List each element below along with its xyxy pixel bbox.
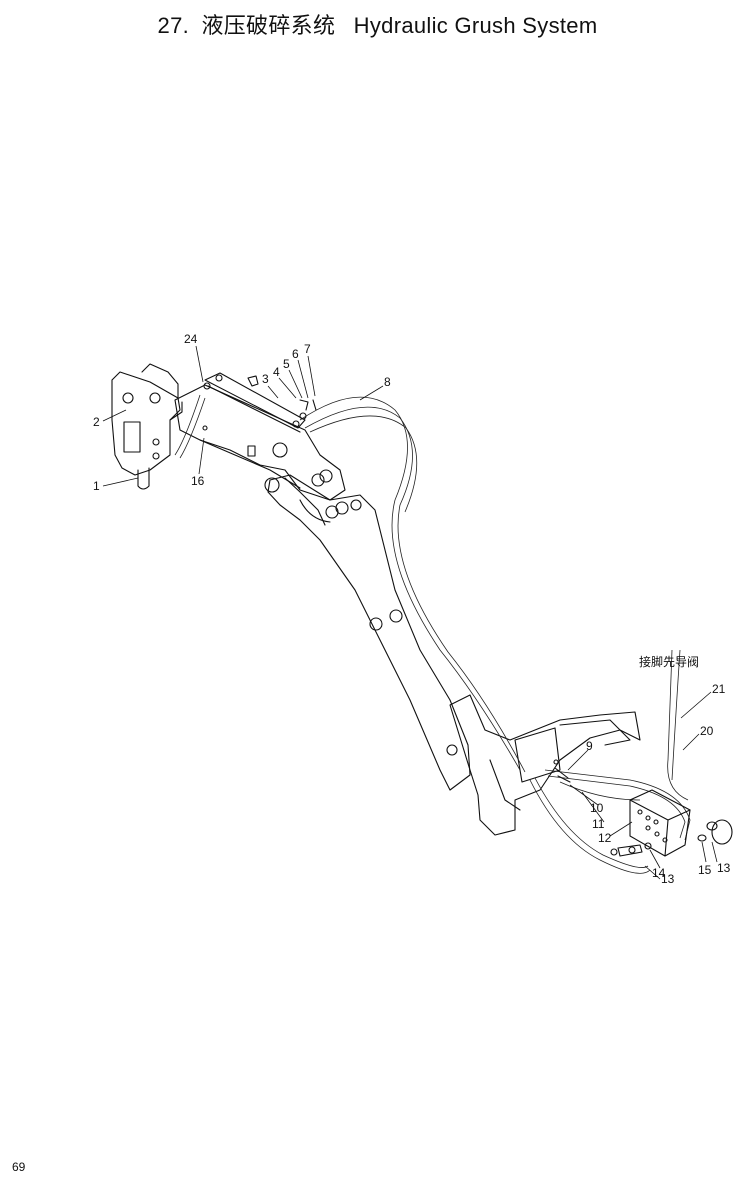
callout-21: 21 bbox=[712, 682, 726, 696]
callout-24: 24 bbox=[184, 332, 198, 346]
callout-7: 7 bbox=[304, 342, 311, 356]
callout-12: 12 bbox=[598, 831, 612, 845]
callout-20: 20 bbox=[700, 724, 714, 738]
page-title: 27. 液压破碎系统 Hydraulic Grush System bbox=[0, 8, 755, 40]
callout-11: 11 bbox=[592, 817, 605, 831]
page-number: 69 bbox=[12, 1160, 26, 1174]
title-chinese: 液压破碎系统 bbox=[201, 14, 336, 39]
callout-13b: 13 bbox=[717, 861, 731, 875]
callout-5: 5 bbox=[283, 357, 290, 371]
base-frame bbox=[449, 694, 641, 836]
callout-6: 6 bbox=[292, 347, 299, 361]
callout-1: 1 bbox=[93, 479, 100, 493]
hose-lines bbox=[174, 394, 691, 874]
callout-13a: 13 bbox=[661, 872, 675, 886]
boom bbox=[264, 474, 471, 791]
pilot-valve-note: 接脚先导阀 bbox=[639, 654, 699, 669]
callouts: 1 2 3 4 5 6 7 8 9 10 11 12 13 13 14 15 1 bbox=[93, 332, 731, 886]
valve-block bbox=[553, 759, 733, 857]
arm bbox=[174, 384, 346, 501]
callout-14: 14 bbox=[652, 866, 666, 880]
callout-15: 15 bbox=[698, 863, 712, 877]
callout-8: 8 bbox=[384, 375, 391, 389]
breaker-assembly bbox=[111, 363, 183, 490]
callout-2: 2 bbox=[93, 415, 100, 429]
callout-10: 10 bbox=[590, 801, 604, 815]
callout-3: 3 bbox=[262, 372, 269, 386]
title-english: Hydraulic Grush System bbox=[353, 13, 598, 38]
upper-pipes bbox=[203, 372, 317, 433]
callout-4: 4 bbox=[273, 365, 280, 379]
callout-9: 9 bbox=[586, 739, 593, 753]
title-number: 27. bbox=[157, 13, 190, 38]
callout-16: 16 bbox=[191, 474, 205, 488]
